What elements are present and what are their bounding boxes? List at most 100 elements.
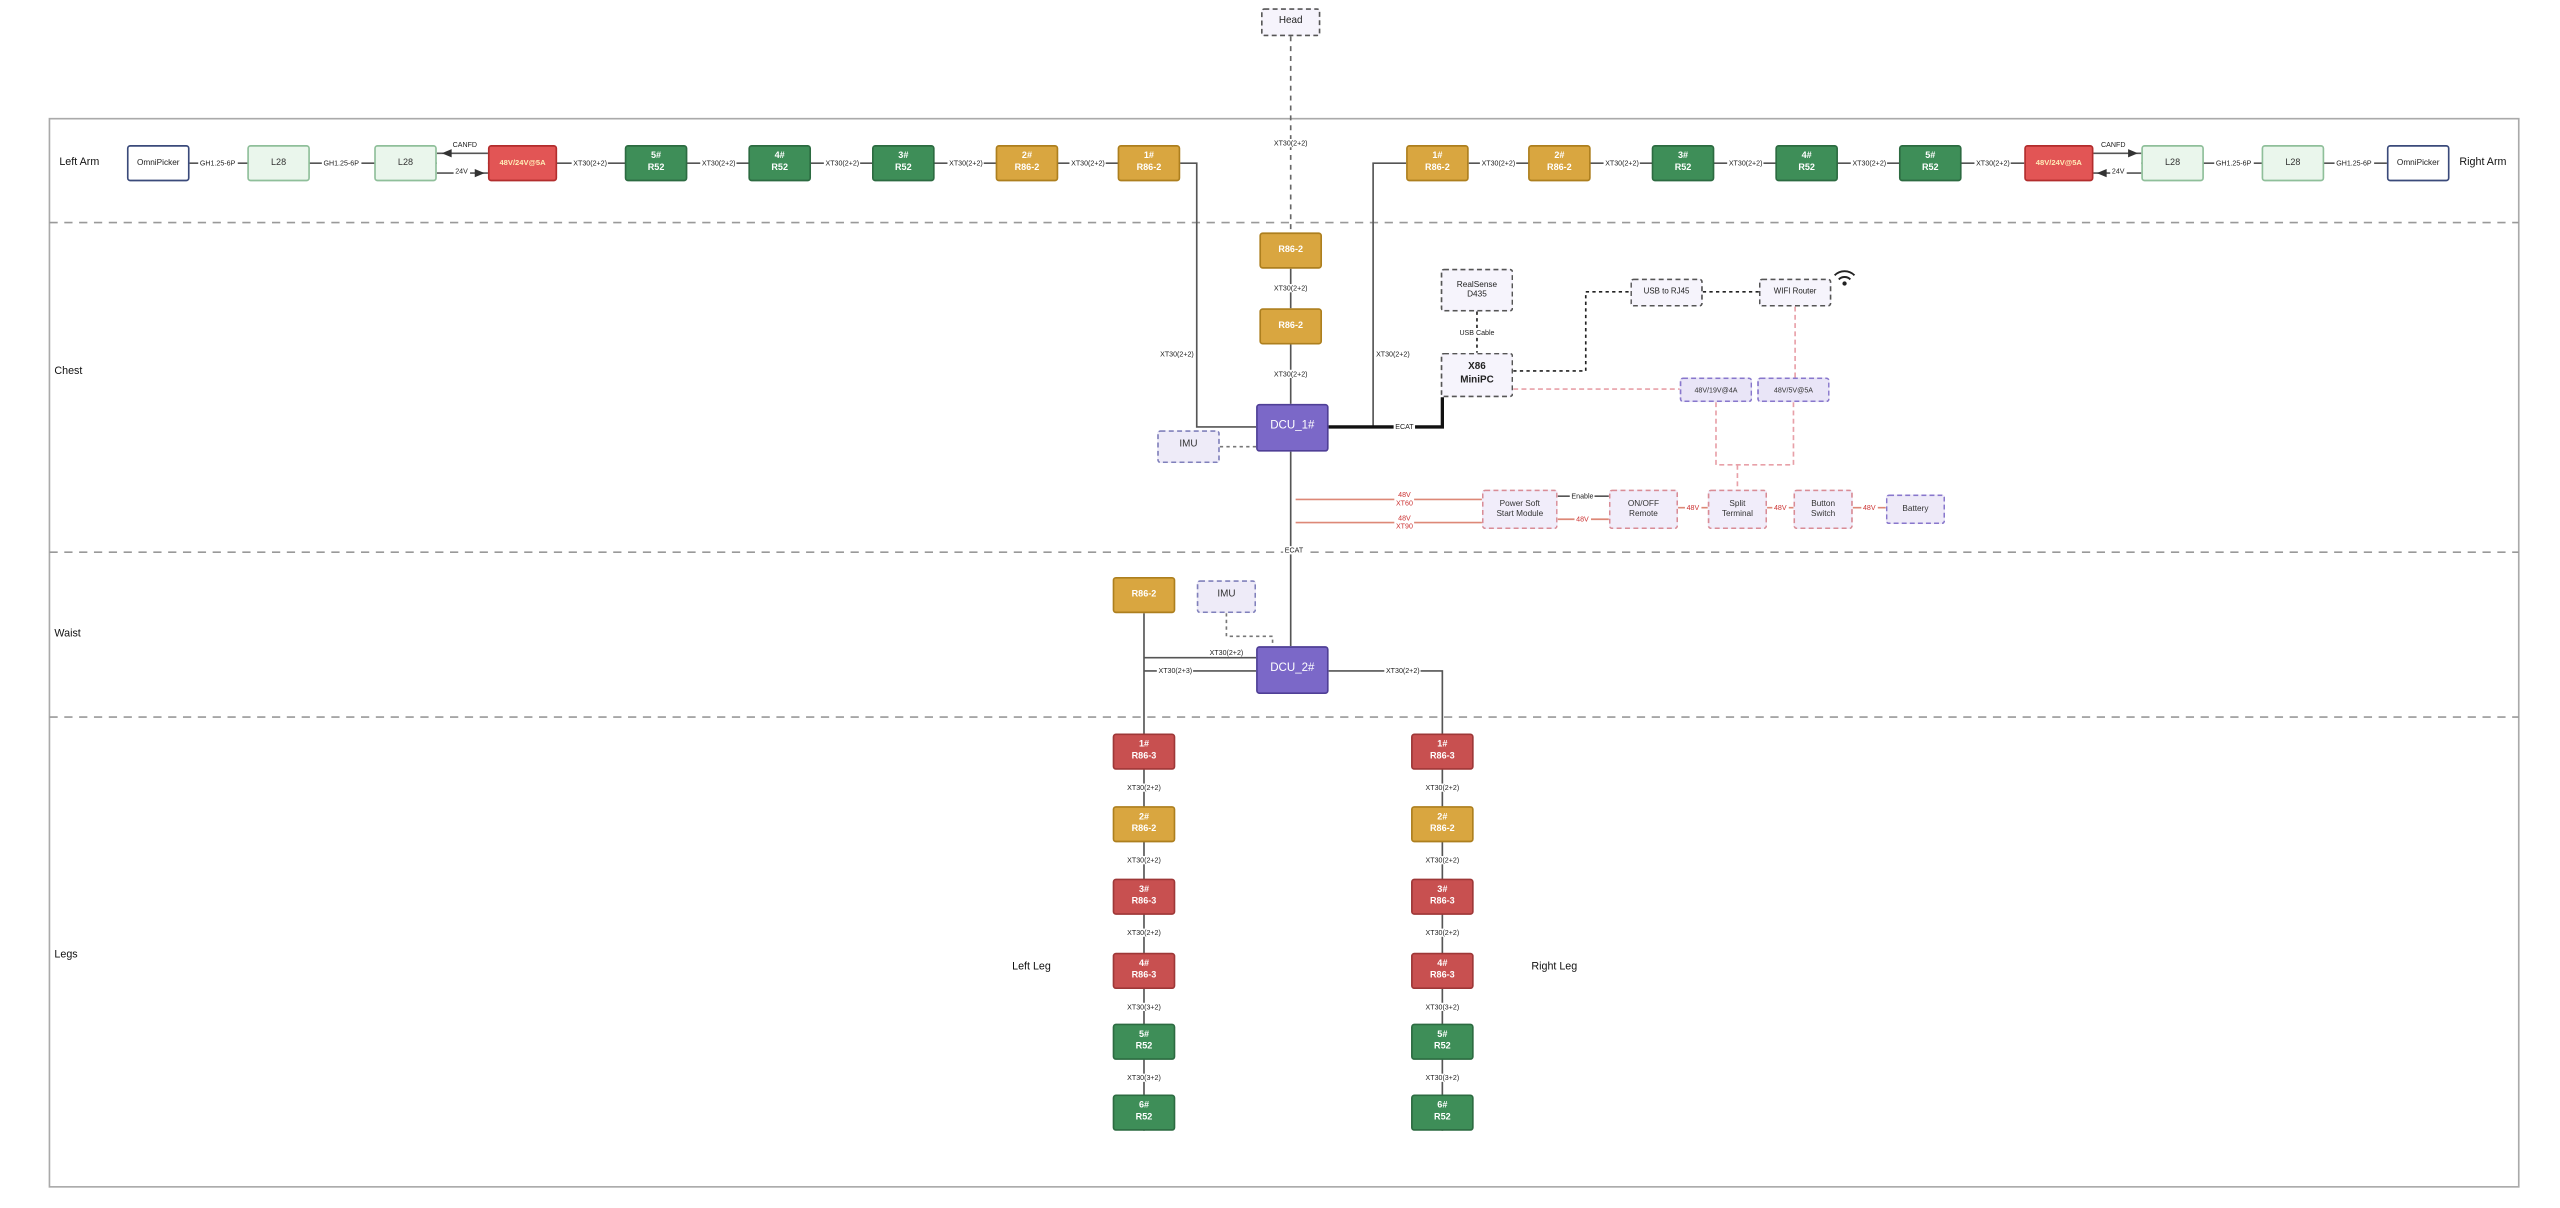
left-arm-motor-5: 5# R52: [624, 145, 688, 182]
left-leg-motor-6: 6# R52: [1112, 1094, 1176, 1131]
24v-label: 24V: [453, 167, 470, 176]
48v-label: 48V: [1684, 503, 1701, 513]
chest-head-motor-1: R86-2: [1259, 232, 1323, 269]
button-switch: Button Switch: [1793, 489, 1853, 530]
motor-name: R52: [1921, 163, 1939, 174]
right-arm-psu: 48V/24V@5A: [2024, 145, 2094, 182]
device-name-line: X86: [1468, 363, 1486, 374]
device-name-line: ON/OFF: [1627, 499, 1660, 510]
left-leg-motor-3: 3# R86-3: [1112, 878, 1176, 915]
motor-name: R52: [1674, 163, 1692, 174]
xt30-connector-label: XT30(3+2): [1125, 1002, 1163, 1012]
motor-number: 1#: [1138, 740, 1150, 751]
motor-name: R52: [647, 163, 665, 174]
right-arm-omnipicker: OmniPicker: [2386, 145, 2450, 182]
power-label-line: 48V: [1398, 490, 1411, 499]
xt30-connector-label: XT30(2+2): [1207, 648, 1245, 658]
wifi-icon: [1833, 265, 1856, 295]
usb-to-rj45: USB to RJ45: [1630, 278, 1703, 307]
motor-name: R86-2: [1131, 824, 1157, 835]
xt30-connector-label: XT30(2+2): [1125, 856, 1163, 865]
motor-number: 2#: [1138, 813, 1150, 824]
section-label-legs: Legs: [54, 949, 78, 962]
left-arm-motor-4: 4# R52: [748, 145, 812, 182]
left-leg-motor-1: 1# R86-3: [1112, 733, 1176, 770]
realsense-d435: RealSense D435: [1440, 268, 1514, 312]
waist-imu: IMU: [1196, 580, 1257, 614]
xt30-connector-label: XT30(3+2): [1125, 1073, 1163, 1083]
motor-number: 4#: [1138, 960, 1150, 970]
section-label-right-arm: Right Arm: [2459, 156, 2507, 169]
on-off-remote: ON/OFF Remote: [1608, 489, 1679, 530]
motor-name: R86-3: [1429, 970, 1455, 981]
right-arm-motor-2: 2# R86-2: [1528, 145, 1591, 182]
gh-connector-label: GH1.25-6P: [2214, 158, 2253, 168]
xt30-connector-label: XT30(2+2): [1479, 158, 1517, 168]
power-soft-start-module: Power Soft Start Module: [1481, 489, 1558, 530]
battery: Battery: [1885, 494, 1946, 525]
motor-number: 5#: [1437, 1030, 1448, 1041]
right-leg-motor-5: 5# R52: [1411, 1023, 1474, 1060]
xt30-connector-label: XT30(2+2): [1158, 349, 1196, 359]
dcu1: DCU_1#: [1256, 403, 1329, 452]
chest-imu: IMU: [1157, 430, 1220, 464]
canfd-label: CANFD: [2099, 140, 2128, 150]
motor-name: R86-3: [1131, 970, 1157, 981]
power-label-line: XT60: [1395, 499, 1413, 508]
section-label-chest: Chest: [54, 365, 83, 378]
48v-label: 48V: [1574, 514, 1591, 524]
48v-label: 48V: [1861, 503, 1878, 513]
xt30-connector-label: XT30(3+2): [1423, 1073, 1461, 1083]
right-leg-motor-4: 4# R86-3: [1411, 952, 1474, 990]
48v-label: 48V: [1772, 503, 1789, 513]
device-name-line: Switch: [1810, 509, 1836, 520]
wifi-router: WIFI Router: [1758, 278, 1832, 307]
device-name-line: Remote: [1629, 509, 1658, 520]
motor-name: R86-3: [1131, 896, 1157, 907]
xt30-connector-label: XT30(2+2): [1423, 856, 1461, 865]
motor-number: 5#: [1925, 152, 1936, 163]
24v-label: 24V: [2110, 167, 2127, 176]
psu-48v-19v: 48V/19V@4A: [1679, 377, 1753, 403]
motor-name: R52: [1434, 1041, 1451, 1052]
label-left-leg: Left Leg: [1012, 961, 1051, 973]
left-arm-motor-2: 2# R86-2: [995, 145, 1059, 182]
motor-name: R86-2: [1429, 824, 1455, 835]
device-name-line: Split: [1729, 499, 1746, 510]
xt30-connector-label: XT30(2+2): [1384, 666, 1422, 676]
right-arm-l28-1: L28: [2141, 145, 2204, 182]
ecat-label: ECAT: [1393, 422, 1416, 432]
xt30-connector-label: XT30(2+2): [1069, 158, 1107, 168]
motor-number: 3#: [1437, 885, 1448, 896]
enable-label: Enable: [1569, 491, 1596, 501]
right-arm-motor-4: 4# R52: [1775, 145, 1838, 182]
right-arm-motor-1: 1# R86-2: [1406, 145, 1469, 182]
label-right-leg: Right Leg: [1531, 961, 1578, 973]
motor-name: R86-2: [1014, 163, 1040, 174]
motor-name: R52: [1135, 1112, 1153, 1123]
xt30-connector-label: XT30(2+2): [1374, 349, 1412, 359]
power-48v-xt60-label: 48V XT60: [1394, 490, 1415, 509]
left-arm-omnipicker: OmniPicker: [126, 145, 190, 182]
motor-number: 3#: [1138, 885, 1150, 896]
right-arm-motor-3: 3# R52: [1651, 145, 1715, 182]
motor-number: 1#: [1437, 740, 1448, 751]
xt30-connector-label: XT30(2+2): [947, 158, 985, 168]
motor-name: R86-2: [1136, 163, 1162, 174]
split-terminal: Split Terminal: [1707, 489, 1768, 530]
left-arm-psu: 48V/24V@5A: [487, 145, 558, 182]
xt30-connector-label: XT30(3+2): [1423, 1002, 1461, 1012]
head-box: Head: [1261, 8, 1321, 37]
left-arm-l28-2: L28: [374, 145, 437, 182]
xt30-connector-label: XT30(2+2): [1272, 138, 1310, 148]
xt30-connector-label: XT30(2+3): [1156, 666, 1194, 676]
section-label-left-arm: Left Arm: [59, 156, 100, 169]
canfd-label: CANFD: [450, 140, 479, 150]
device-name-line: D435: [1467, 290, 1487, 301]
left-arm-l28-1: L28: [247, 145, 310, 182]
motor-number: 1#: [1432, 152, 1443, 163]
device-name-line: Start Module: [1496, 509, 1544, 520]
motor-number: 1#: [1143, 152, 1154, 163]
motor-name: R52: [771, 163, 789, 174]
